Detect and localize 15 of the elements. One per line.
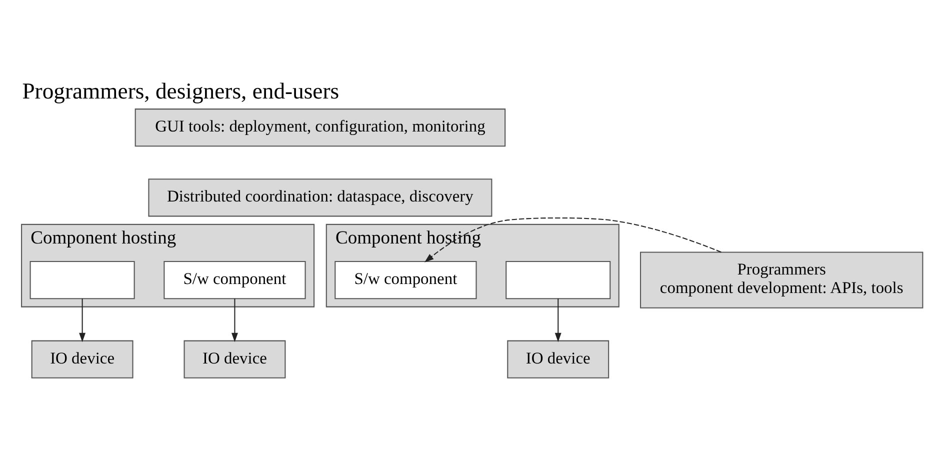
node-box: [30, 260, 135, 299]
node-box: [506, 260, 611, 299]
node-box: GUI tools: deployment, configuration, monitoring: [134, 108, 506, 146]
arrow: [424, 216, 722, 262]
node-box: Distributed coordination: dataspace, discovery: [148, 178, 492, 216]
node-box: IO device: [184, 340, 286, 378]
node-box: IO device: [31, 340, 134, 378]
diagram-title: Programmers, designers, end-users: [22, 78, 340, 103]
node-box: Programmers component development: APIs, tools: [640, 251, 924, 308]
node-box: S/w component: [334, 260, 477, 299]
arrow: [554, 298, 562, 342]
node-box: IO device: [507, 340, 610, 378]
node-box: S/w component: [164, 260, 306, 299]
arrow: [231, 298, 238, 342]
arrow: [79, 298, 86, 342]
